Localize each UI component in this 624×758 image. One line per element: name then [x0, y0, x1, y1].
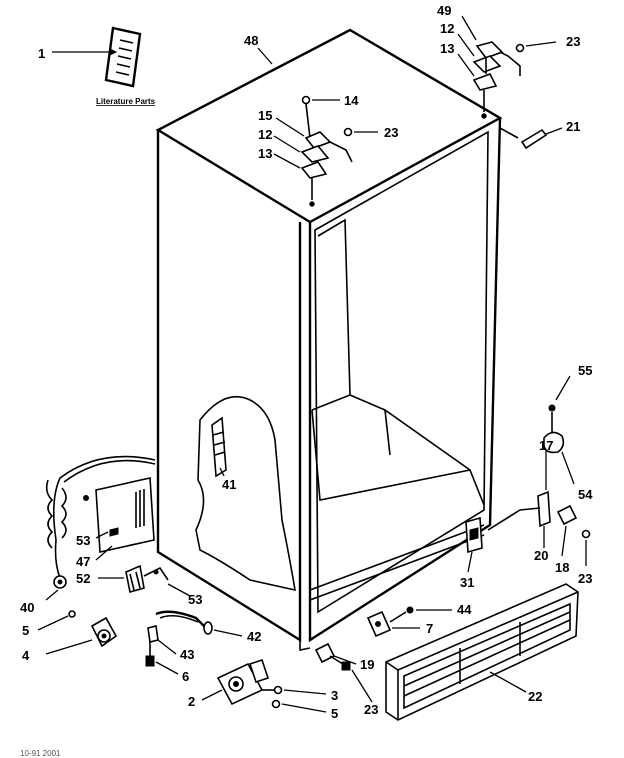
callout-41: 41 — [222, 477, 236, 492]
callout-23: 23 — [364, 702, 378, 717]
callout-15: 15 — [258, 108, 272, 123]
callout-23: 23 — [384, 125, 398, 140]
callout-40: 40 — [20, 600, 34, 615]
callout-42: 42 — [247, 629, 261, 644]
door-stop-assembly — [487, 404, 591, 539]
toe-grille-22 — [385, 583, 579, 721]
callout-numbers: 1 48 49 12 13 23 14 15 12 13 23 21 55 41… — [20, 3, 593, 721]
callout-17: 17 — [539, 438, 553, 453]
screw-43 — [145, 625, 159, 667]
callout-3: 3 — [331, 688, 338, 703]
callout-43: 43 — [180, 647, 194, 662]
leader-lines — [37, 15, 587, 713]
callout-53: 53 — [188, 592, 202, 607]
leveling-bracket-7 — [366, 606, 414, 638]
callout-23: 23 — [578, 571, 592, 586]
callout-19: 19 — [360, 657, 374, 672]
roller-2 — [216, 658, 283, 709]
hinge-assembly-upper-middle — [300, 95, 353, 200]
callout-13: 13 — [440, 41, 454, 56]
callout-6: 6 — [182, 669, 189, 684]
callout-12: 12 — [258, 127, 272, 142]
callout-44: 44 — [457, 602, 472, 617]
pin-21 — [520, 128, 548, 150]
roller-4 — [68, 610, 118, 648]
tube-42 — [155, 610, 213, 635]
screw-19 — [314, 642, 351, 671]
callout-21: 21 — [566, 119, 580, 134]
callout-20: 20 — [534, 548, 548, 563]
callout-53: 53 — [76, 533, 90, 548]
callout-7: 7 — [426, 621, 433, 636]
callout-47: 47 — [76, 554, 90, 569]
footer-code: 10-91 2001 — [20, 749, 61, 758]
callout-55: 55 — [578, 363, 592, 378]
callout-31: 31 — [460, 575, 474, 590]
callout-5: 5 — [22, 623, 29, 638]
callout-13: 13 — [258, 146, 272, 161]
callout-2: 2 — [188, 694, 195, 709]
callout-48: 48 — [244, 33, 258, 48]
callout-52: 52 — [76, 571, 90, 586]
bracket-52 — [125, 564, 169, 594]
literature-parts-booklet — [52, 26, 142, 88]
bracket-31 — [465, 516, 483, 554]
callout-54: 54 — [578, 487, 593, 502]
cabinet-body — [155, 28, 503, 651]
callout-14: 14 — [344, 93, 359, 108]
power-cord — [45, 455, 156, 589]
hinge-assembly-upper-right — [472, 41, 525, 112]
relay-bracket — [83, 477, 155, 553]
literature-parts-label: Literature Parts — [96, 97, 156, 106]
callout-18: 18 — [555, 560, 569, 575]
callout-12: 12 — [440, 21, 454, 36]
callout-5: 5 — [331, 706, 338, 721]
callout-23: 23 — [566, 34, 580, 49]
callout-22: 22 — [528, 689, 542, 704]
callout-1: 1 — [38, 46, 45, 61]
callout-4: 4 — [22, 648, 30, 663]
callout-49: 49 — [437, 3, 451, 18]
